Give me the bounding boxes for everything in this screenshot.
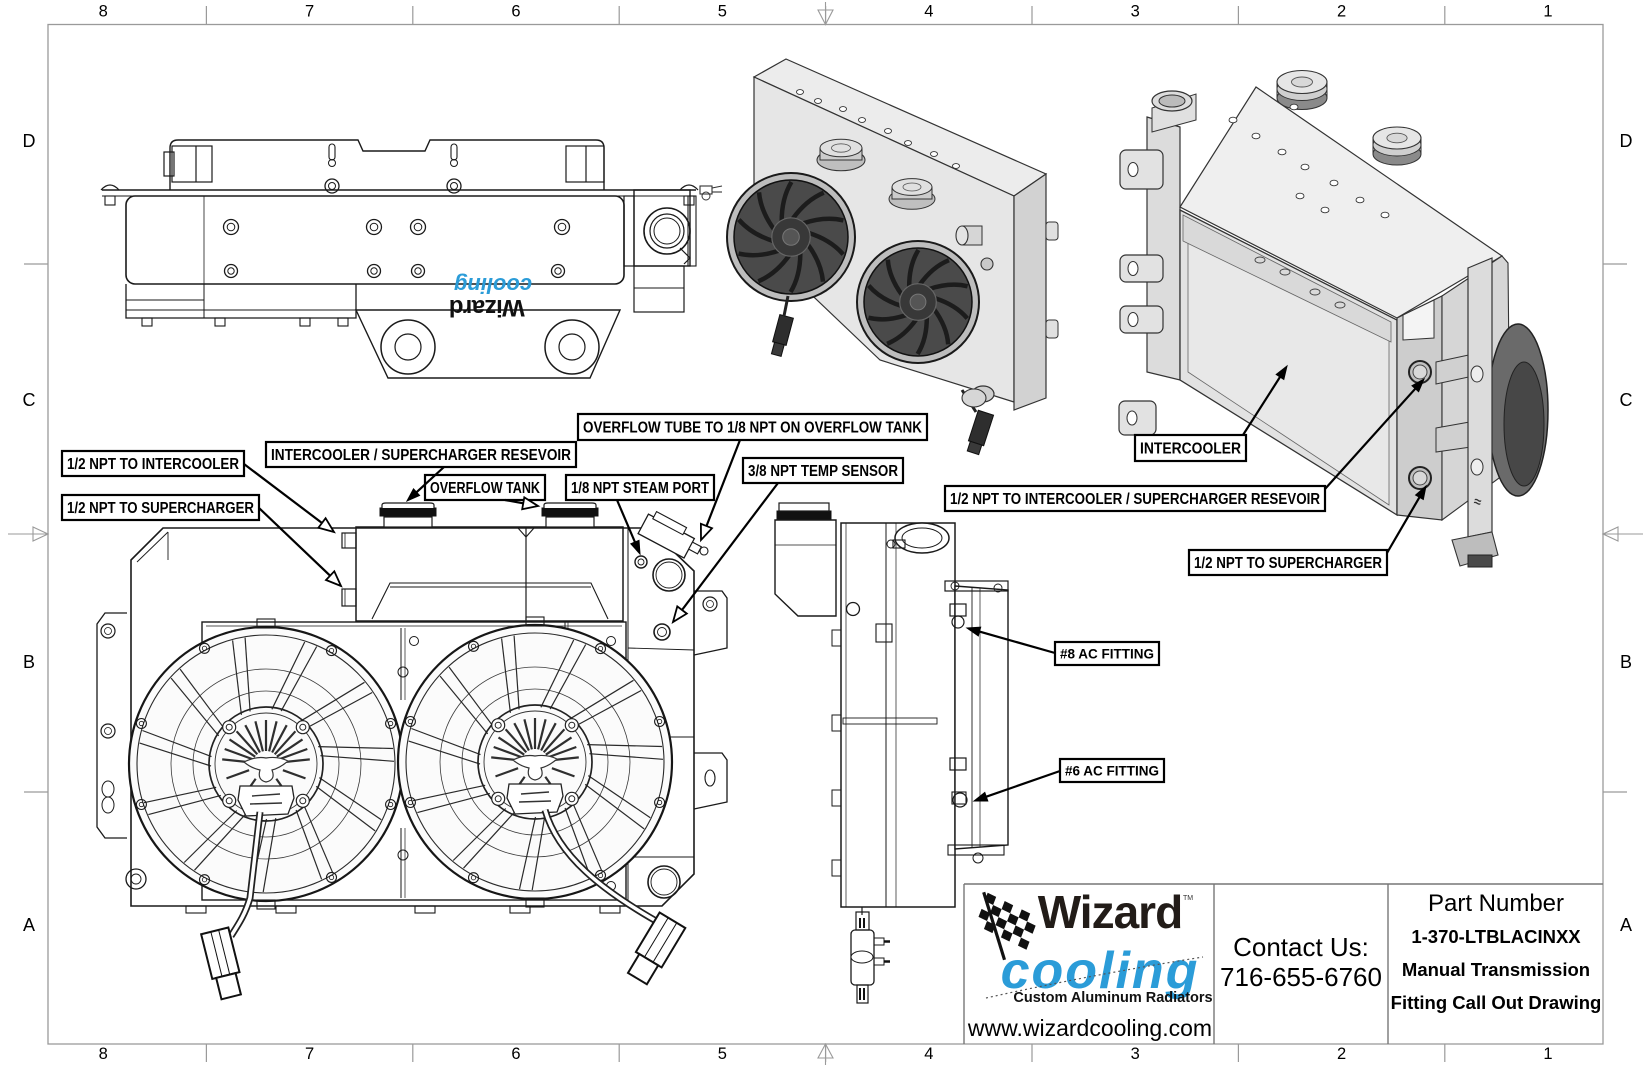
svg-text:2: 2: [1337, 3, 1346, 21]
svg-text:6: 6: [511, 3, 520, 21]
svg-text:D: D: [1620, 131, 1633, 151]
svg-text:OVERFLOW TANK: OVERFLOW TANK: [430, 480, 541, 497]
svg-text:A: A: [23, 915, 35, 935]
svg-text:A: A: [1620, 915, 1632, 935]
svg-text:1/2 NPT TO SUPERCHARGER: 1/2 NPT TO SUPERCHARGER: [1194, 555, 1382, 572]
svg-text:Manual Transmission: Manual Transmission: [1402, 959, 1590, 980]
svg-text:Fitting Call Out Drawing: Fitting Call Out Drawing: [1391, 992, 1602, 1013]
svg-text:Wizard: Wizard: [449, 294, 524, 321]
svg-text:1: 1: [1543, 3, 1552, 21]
svg-text:7: 7: [305, 3, 314, 21]
svg-text:3: 3: [1131, 1045, 1140, 1063]
svg-text:1-370-LTBLACINXX: 1-370-LTBLACINXX: [1411, 926, 1581, 947]
svg-text:1/2 NPT TO INTERCOOLER: 1/2 NPT TO INTERCOOLER: [67, 456, 239, 473]
svg-text:D: D: [23, 131, 36, 151]
svg-text:cooling: cooling: [1001, 942, 1200, 1000]
svg-text:Part Number: Part Number: [1428, 890, 1564, 917]
svg-text:3: 3: [1131, 3, 1140, 21]
svg-text:4: 4: [924, 3, 933, 21]
svg-text:8: 8: [99, 3, 108, 21]
svg-text:#8 AC FITTING: #8 AC FITTING: [1060, 646, 1154, 662]
svg-text:INTERCOOLER: INTERCOOLER: [1140, 441, 1241, 458]
svg-text:Contact Us:: Contact Us:: [1233, 932, 1369, 962]
svg-text:≈: ≈: [1472, 493, 1483, 509]
svg-text:Custom Aluminum Radiators: Custom Aluminum Radiators: [1013, 990, 1212, 1006]
svg-text:INTERCOOLER / SUPERCHARGER RES: INTERCOOLER / SUPERCHARGER RESEVOIR: [271, 447, 571, 464]
svg-text:7: 7: [305, 1045, 314, 1063]
svg-text:2: 2: [1337, 1045, 1346, 1063]
svg-text:C: C: [23, 390, 36, 410]
svg-text:#6 AC FITTING: #6 AC FITTING: [1065, 763, 1159, 779]
svg-text:716-655-6760: 716-655-6760: [1220, 962, 1382, 992]
svg-text:6: 6: [511, 1045, 520, 1063]
svg-text:1: 1: [1543, 1045, 1552, 1063]
svg-text:www.wizardcooling.com: www.wizardcooling.com: [967, 1015, 1212, 1041]
svg-text:1/8 NPT STEAM PORT: 1/8 NPT STEAM PORT: [571, 480, 709, 497]
svg-text:4: 4: [924, 1045, 933, 1063]
svg-text:8: 8: [99, 1045, 108, 1063]
svg-text:cooling: cooling: [453, 273, 532, 298]
svg-text:B: B: [1620, 652, 1632, 672]
svg-text:C: C: [1620, 390, 1633, 410]
svg-text:B: B: [23, 652, 35, 672]
svg-text:TM: TM: [1183, 895, 1193, 902]
svg-text:5: 5: [718, 1045, 727, 1063]
svg-text:3/8 NPT TEMP SENSOR: 3/8 NPT TEMP SENSOR: [748, 463, 898, 480]
svg-text:5: 5: [718, 3, 727, 21]
svg-text:OVERFLOW TUBE TO 1/8 NPT ON OV: OVERFLOW TUBE TO 1/8 NPT ON OVERFLOW TAN…: [583, 420, 923, 437]
svg-text:1/2 NPT TO INTERCOOLER / SUPER: 1/2 NPT TO INTERCOOLER / SUPERCHARGER RE…: [950, 491, 1320, 508]
svg-text:Wizard: Wizard: [1038, 886, 1182, 938]
svg-text:1/2 NPT TO SUPERCHARGER: 1/2 NPT TO SUPERCHARGER: [67, 500, 254, 517]
